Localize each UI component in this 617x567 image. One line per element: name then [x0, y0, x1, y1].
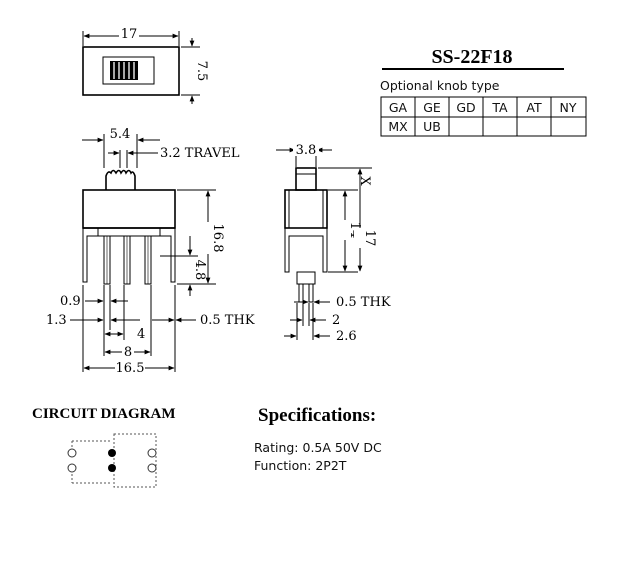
side-pin-gap-dim: 2 — [332, 313, 340, 328]
front-thickness-dim: 0.5 THK — [200, 313, 255, 328]
part-number-title: SS-22F18 — [431, 46, 512, 68]
front-travel-dim: 3.2 TRAVEL — [160, 146, 240, 161]
front-pin-length-dim: 4.8 — [192, 260, 207, 281]
side-overall-dim: 17 — [362, 230, 377, 247]
side-knob — [295, 167, 317, 191]
terminal-open — [147, 463, 157, 473]
terminal-open — [67, 448, 77, 458]
specifications-title: Specifications: — [258, 405, 376, 426]
top-width-dim: 17 — [121, 27, 138, 42]
circuit-diagram — [67, 433, 157, 488]
front-height-dim: 16.8 — [210, 224, 225, 253]
front-knob-dim: 5.4 — [110, 127, 131, 142]
terminal-common — [108, 449, 116, 457]
side-pin — [298, 283, 304, 303]
front-view: 5.4 3.2 TRAVEL 16.8 4.8 0.9 1.3 — [46, 127, 255, 376]
side-thickness-dim: 0.5 THK — [336, 295, 391, 310]
spec-function: Function: 2P2T — [254, 458, 347, 473]
knob-cell: GE — [423, 100, 441, 115]
knob-cell: GD — [456, 100, 475, 115]
front-pin-width-dim: 0.9 — [60, 294, 81, 309]
front-inner-dim: 4 — [137, 327, 145, 342]
top-view: 17 7.5 — [82, 26, 209, 104]
knob-cell: TA — [491, 100, 508, 115]
circuit-diagram-title: CIRCUIT DIAGRAM — [32, 406, 175, 422]
front-pin-pitch-dim: 1.3 — [46, 313, 67, 328]
side-span-dim: 2.6 — [336, 329, 357, 344]
side-pin — [308, 283, 314, 303]
side-body — [284, 189, 328, 229]
terminal-open — [67, 463, 77, 473]
terminal-common — [108, 464, 116, 472]
top-body-outline — [82, 46, 180, 96]
side-view: 3.8 X 14 17 0.5 THK 2 2.6 — [276, 142, 391, 344]
switch-slider-outline — [113, 433, 157, 488]
terminal-open — [147, 448, 157, 458]
knob-cell: AT — [526, 100, 542, 115]
side-knob-dim: 3.8 — [296, 143, 317, 158]
knob-cell: MX — [388, 119, 408, 134]
front-pin-span-dim: 8 — [124, 345, 132, 360]
front-body — [82, 189, 176, 229]
knob-cell: GA — [389, 100, 408, 115]
knob-cell: UB — [423, 119, 441, 134]
top-slot-outline — [102, 56, 155, 85]
side-x-label: X — [357, 176, 372, 186]
spec-rating: Rating: 0.5A 50V DC — [254, 440, 382, 455]
front-overall-dim: 16.5 — [116, 361, 145, 376]
knob-cell: NY — [560, 100, 577, 115]
front-knob — [105, 169, 136, 190]
top-height-dim: 7.5 — [194, 61, 209, 82]
knob-type-table: GA GE GD TA AT NY MX UB — [380, 96, 587, 137]
knob-table-caption: Optional knob type — [380, 78, 500, 93]
